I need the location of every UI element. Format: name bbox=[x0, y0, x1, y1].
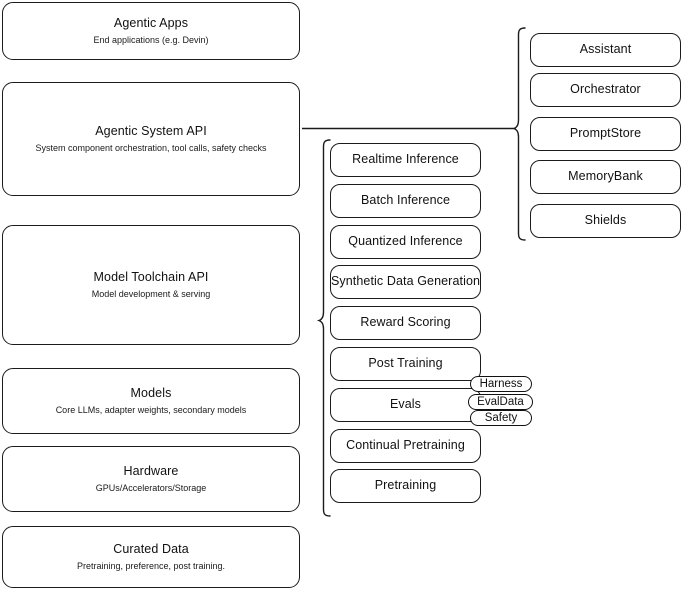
capability-post-training[interactable]: Post Training bbox=[330, 347, 481, 381]
capability-label: Pretraining bbox=[374, 478, 437, 493]
layer-title: Model Toolchain API bbox=[93, 269, 209, 284]
component-promptstore[interactable]: PromptStore bbox=[530, 117, 681, 151]
layer-models[interactable]: Models Core LLMs, adapter weights, secon… bbox=[2, 368, 300, 434]
layer-title: Agentic System API bbox=[95, 123, 207, 138]
capability-pretraining[interactable]: Pretraining bbox=[330, 469, 481, 503]
layer-title: Models bbox=[130, 385, 172, 400]
layer-title: Hardware bbox=[123, 463, 179, 478]
layer-agentic-apps[interactable]: Agentic Apps End applications (e.g. Devi… bbox=[2, 2, 300, 60]
component-label: Shields bbox=[584, 213, 627, 228]
layer-subtitle: GPUs/Accelerators/Storage bbox=[95, 483, 207, 494]
capability-evals[interactable]: Evals bbox=[330, 388, 481, 422]
layer-title: Curated Data bbox=[113, 541, 189, 556]
layer-subtitle: Model development & serving bbox=[91, 289, 211, 300]
component-orchestrator[interactable]: Orchestrator bbox=[530, 73, 681, 107]
component-label: Assistant bbox=[579, 42, 632, 57]
capability-continual-pretraining[interactable]: Continual Pretraining bbox=[330, 429, 481, 463]
capability-label: Quantized Inference bbox=[348, 234, 463, 249]
layer-title: Agentic Apps bbox=[113, 15, 189, 30]
layer-agentic-system-api[interactable]: Agentic System API System component orch… bbox=[2, 82, 300, 196]
component-label: Orchestrator bbox=[570, 82, 641, 97]
capability-label: Reward Scoring bbox=[360, 315, 451, 330]
capability-quantized-inference[interactable]: Quantized Inference bbox=[330, 225, 481, 259]
capability-label: Realtime Inference bbox=[352, 152, 459, 167]
capability-label: Continual Pretraining bbox=[346, 438, 465, 453]
component-label: MemoryBank bbox=[568, 169, 643, 184]
evals-pill-harness[interactable]: Harness bbox=[470, 376, 532, 392]
component-assistant[interactable]: Assistant bbox=[530, 33, 681, 67]
capability-label: Post Training bbox=[368, 356, 443, 371]
component-shields[interactable]: Shields bbox=[530, 204, 681, 238]
layer-subtitle: System component orchestration, tool cal… bbox=[35, 143, 267, 154]
layer-subtitle: End applications (e.g. Devin) bbox=[93, 35, 209, 46]
capability-batch-inference[interactable]: Batch Inference bbox=[330, 184, 481, 218]
layer-model-toolchain-api[interactable]: Model Toolchain API Model development & … bbox=[2, 225, 300, 345]
capability-realtime-inference[interactable]: Realtime Inference bbox=[330, 143, 481, 177]
capability-synthetic-data-generation[interactable]: Synthetic Data Generation bbox=[330, 265, 481, 299]
evals-pill-safety[interactable]: Safety bbox=[470, 410, 532, 426]
component-memorybank[interactable]: MemoryBank bbox=[530, 160, 681, 194]
capability-reward-scoring[interactable]: Reward Scoring bbox=[330, 306, 481, 340]
capability-label: Synthetic Data Generation bbox=[330, 274, 481, 289]
layer-subtitle: Core LLMs, adapter weights, secondary mo… bbox=[55, 405, 247, 416]
component-label: PromptStore bbox=[569, 126, 642, 141]
layer-subtitle: Pretraining, preference, post training. bbox=[76, 561, 226, 572]
bracket-system-components bbox=[511, 27, 526, 241]
layer-hardware[interactable]: Hardware GPUs/Accelerators/Storage bbox=[2, 446, 300, 512]
layer-curated-data[interactable]: Curated Data Pretraining, preference, po… bbox=[2, 526, 300, 588]
capability-label: Batch Inference bbox=[360, 193, 451, 208]
capability-label: Evals bbox=[389, 397, 422, 412]
evals-pill-evaldata[interactable]: EvalData bbox=[468, 394, 533, 410]
bracket-toolchain-capabilities bbox=[316, 139, 331, 517]
